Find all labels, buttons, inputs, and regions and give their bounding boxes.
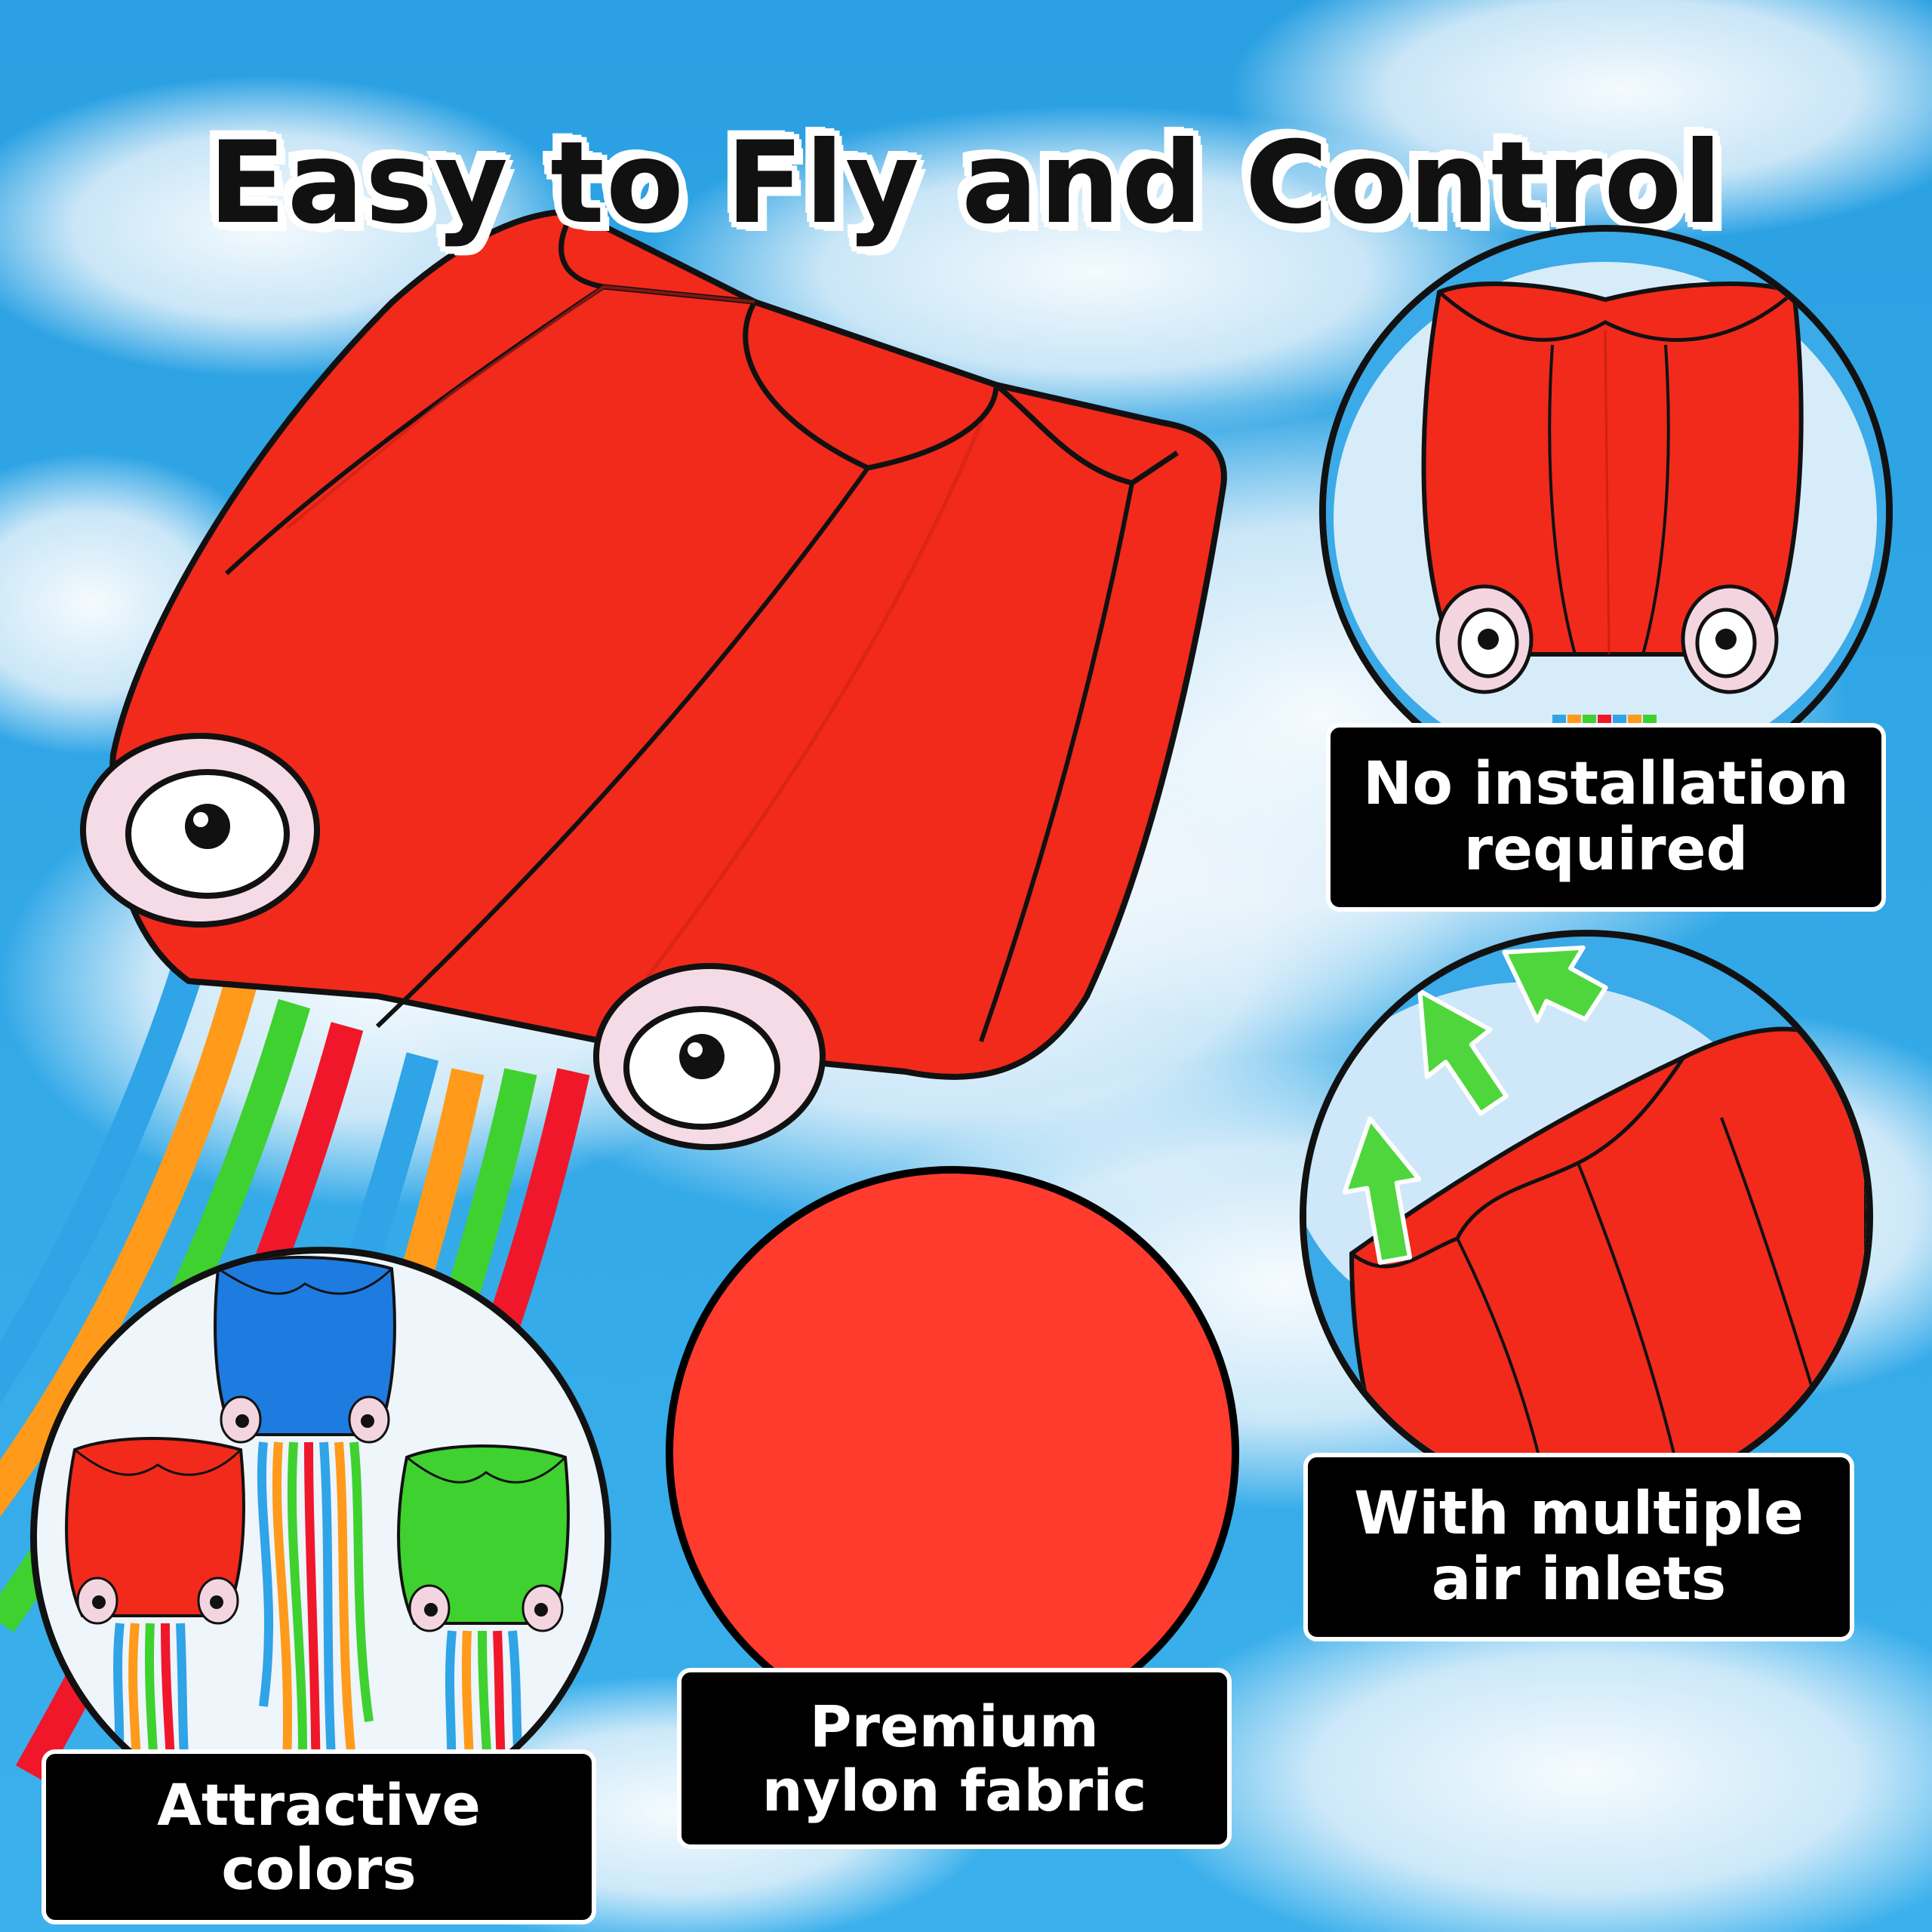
air-inlets-circle: [1300, 930, 1873, 1503]
color-variants-illustration: [37, 1254, 605, 1821]
premium-nylon-line2: nylon fabric: [761, 1757, 1147, 1824]
air-inlets-illustration: [1306, 937, 1866, 1497]
front-eye-right: [1681, 584, 1779, 694]
kite-eye-right: [593, 963, 826, 1150]
air-inlets-line1: With multiple: [1354, 1479, 1804, 1548]
attractive-colors-line1: Attractive: [157, 1770, 481, 1838]
kite-eye-left: [80, 733, 320, 928]
nylon-fabric-swatch: [666, 1166, 1239, 1740]
premium-nylon-line1: Premium: [809, 1692, 1100, 1760]
front-eye-left: [1435, 584, 1534, 694]
front-view-circle: [1319, 225, 1893, 798]
air-inlets-badge: With multiple air inlets: [1303, 1453, 1854, 1641]
premium-nylon-badge: Premium nylon fabric: [677, 1668, 1232, 1849]
headline: Easy to Fly and Control: [208, 117, 1724, 249]
no-installation-badge: No installation required: [1326, 723, 1886, 912]
blue-kite: [214, 1256, 396, 1821]
attractive-colors-line2: colors: [221, 1835, 417, 1903]
main-kite: [80, 208, 1227, 1150]
no-installation-line2: required: [1463, 816, 1749, 884]
attractive-colors-badge: Attractive colors: [42, 1749, 596, 1924]
no-installation-line1: No installation: [1363, 749, 1849, 818]
air-inlets-line2: air inlets: [1431, 1546, 1727, 1614]
arrow-icons: [1342, 945, 1608, 1265]
color-variants-circle: [30, 1247, 611, 1828]
front-view-illustration: [1326, 232, 1886, 792]
